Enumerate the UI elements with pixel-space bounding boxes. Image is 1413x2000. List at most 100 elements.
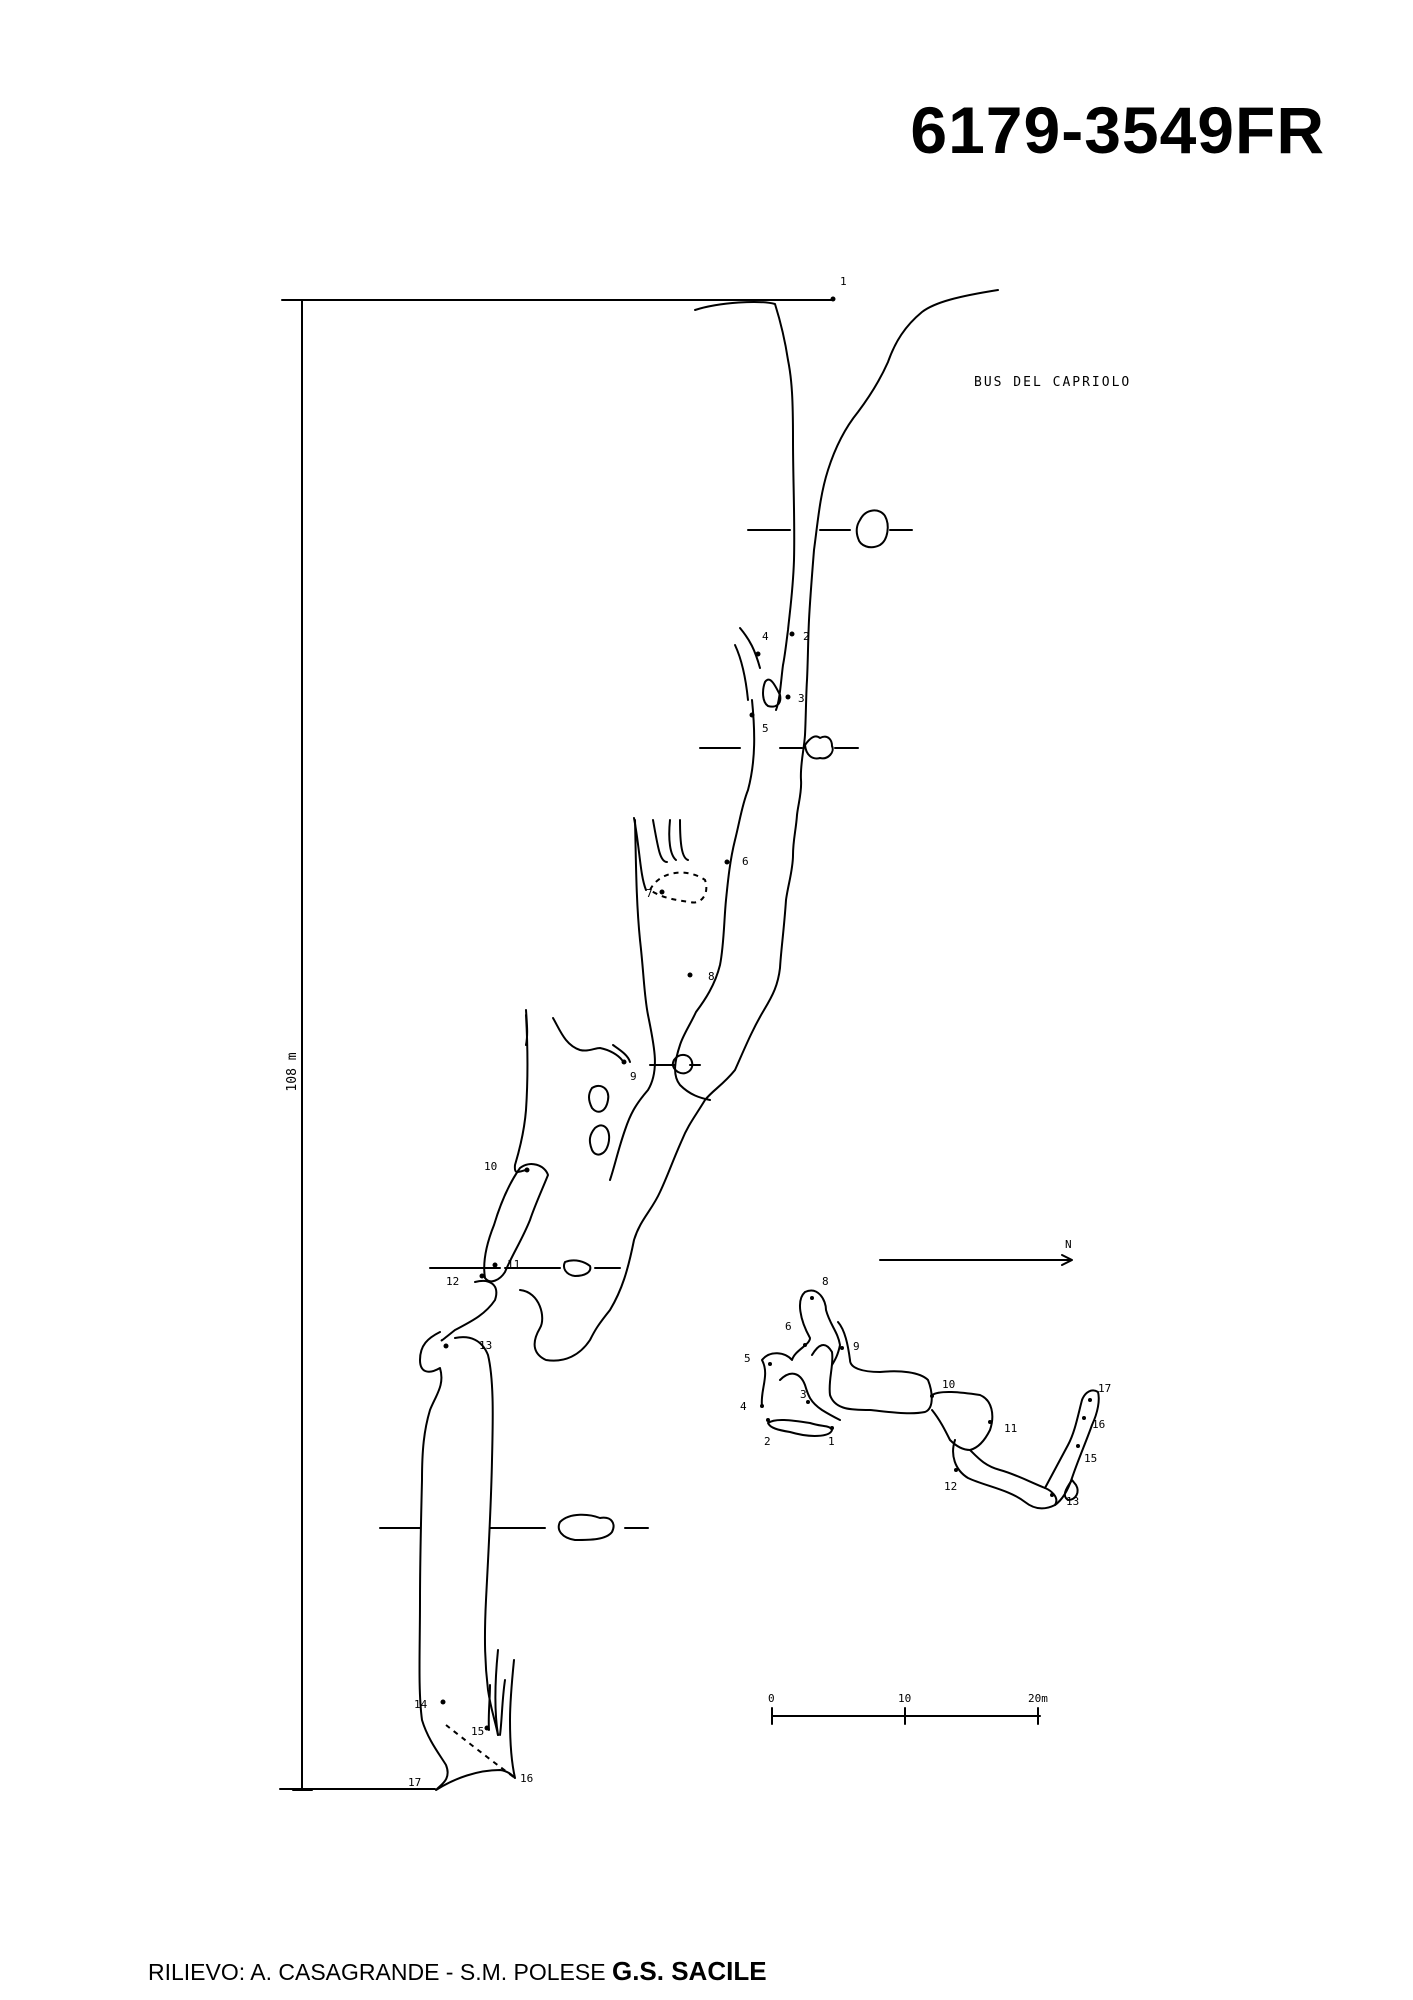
section-station-label: 16 (520, 1772, 533, 1785)
plan-station-dot (930, 1394, 934, 1398)
section-station-dot (749, 712, 755, 718)
scale-bar-label: 20m (1028, 1692, 1048, 1705)
fissure-near-7-a (633, 817, 647, 891)
cave-bottom-fissure-c (499, 1679, 506, 1736)
credits-line: RILIEVO: A. CASAGRANDE - S.M. POLESE G.S… (148, 1956, 767, 1987)
fissure-near-4-b (734, 644, 749, 701)
section-station-dot (479, 1273, 485, 1279)
section-station-label: 5 (762, 722, 769, 735)
north-arrow-head (1061, 1254, 1073, 1266)
section-station-dot (621, 1059, 627, 1065)
section-station-label: 6 (742, 855, 749, 868)
plan-outline-loop (779, 1372, 841, 1421)
cave-id-title: 6179-3549FR (910, 93, 1325, 167)
cave-bottom-fissure-a (494, 1649, 499, 1736)
section-station-label: 3 (798, 692, 805, 705)
cave-passage-10-12 (483, 1163, 549, 1283)
plan-outline-center (811, 1321, 933, 1415)
section-station-dot (443, 1343, 449, 1349)
plan-station-label: 2 (764, 1435, 771, 1448)
plan-station-dot (803, 1343, 807, 1347)
section-station-label: 14 (414, 1698, 428, 1711)
cave-passage-12-13 (440, 1280, 498, 1342)
pillar-chamber-b (588, 1124, 611, 1156)
scale-bar-label: 10 (898, 1692, 911, 1705)
fissure-near-9-a (525, 1009, 529, 1046)
plan-station-dot (810, 1296, 814, 1300)
plan-station-label: 10 (942, 1378, 955, 1391)
credits-surveyors: RILIEVO: A. CASAGRANDE - S.M. POLESE (148, 1959, 606, 1985)
section-station-dot (484, 1725, 490, 1731)
section-station-label: 1 (840, 275, 847, 288)
plan-station-label: 16 (1092, 1418, 1105, 1431)
plan-station-dot (768, 1362, 772, 1366)
plan-station-dot (840, 1346, 844, 1350)
cave-left-wall-mid (674, 699, 756, 1101)
section-station-label: 8 (708, 970, 715, 983)
xsec-2-profile (804, 735, 834, 760)
cave-left-wall-lower (609, 819, 656, 1181)
section-station-label: 9 (630, 1070, 637, 1083)
section-station-dot (440, 1699, 446, 1705)
fissure-near-7-b (652, 819, 668, 863)
plan-outline-northeast (1044, 1389, 1100, 1506)
cave-bottom-fissure-b (487, 1684, 491, 1731)
datum-station-dot (830, 296, 836, 302)
north-label: N (1065, 1238, 1072, 1251)
dashed-loop-near-7 (649, 871, 708, 904)
fissure-near-9-c (612, 1044, 631, 1063)
scale-bar-label: 0 (768, 1692, 775, 1705)
plan-station-dot (1050, 1493, 1054, 1497)
fissure-near-7-c (668, 819, 677, 861)
plan-station-label: 1 (828, 1435, 835, 1448)
plan-station-label: 4 (740, 1400, 747, 1413)
section-station-label: 15 (471, 1725, 484, 1738)
xsec-5-profile (557, 1513, 615, 1541)
plan-outline-west (760, 1289, 841, 1407)
plan-station-dot (1088, 1398, 1092, 1402)
section-station-dot (492, 1262, 498, 1268)
section-station-dot (789, 631, 795, 637)
plan-station-dot (806, 1400, 810, 1404)
plan-station-label: 3 (800, 1388, 807, 1401)
plan-station-label: 8 (822, 1275, 829, 1288)
plan-station-label: 17 (1098, 1382, 1111, 1395)
section-station-label: 7 (646, 887, 653, 900)
plan-station-label: 9 (853, 1340, 860, 1353)
cave-lower-chamber-right (454, 1336, 499, 1736)
section-station-dot (659, 889, 665, 895)
section-station-label: 17 (408, 1776, 421, 1789)
plan-station-dot (1082, 1416, 1086, 1420)
pillar-near-3 (762, 678, 782, 708)
plan-outline-east (931, 1391, 994, 1451)
pillar-chamber-a (588, 1084, 610, 1113)
cave-left-wall-chamber (513, 1014, 529, 1173)
section-station-dot (724, 859, 730, 865)
plan-station-label: 12 (944, 1480, 957, 1493)
plan-station-label: 5 (744, 1352, 751, 1365)
section-station-dot (687, 972, 693, 978)
section-station-label: 12 (446, 1275, 459, 1288)
section-station-dot (755, 651, 761, 657)
section-station-label: 11 (507, 1258, 520, 1271)
section-station-dot (785, 694, 791, 700)
fissure-near-4-a (739, 627, 761, 669)
xsec-1-profile (855, 509, 889, 549)
credits-club: G.S. SACILE (611, 1956, 767, 1986)
fissure-near-7-d (679, 819, 689, 861)
section-station-label: 2 (803, 630, 810, 643)
xsec-3-profile (671, 1054, 694, 1075)
plan-station-label: 6 (785, 1320, 792, 1333)
plan-station-dot (954, 1468, 958, 1472)
plan-small-loop (1063, 1479, 1079, 1501)
plan-station-dot (766, 1418, 770, 1422)
section-station-label: 13 (479, 1339, 492, 1352)
plan-station-label: 11 (1004, 1422, 1017, 1435)
xsec-4-profile (563, 1259, 592, 1277)
cave-right-wall (519, 289, 999, 1362)
plan-station-dot (830, 1426, 834, 1430)
section-station-label: 4 (762, 630, 769, 643)
section-view: 108 m (279, 275, 1129, 1791)
cave-lower-chamber (418, 1331, 516, 1791)
